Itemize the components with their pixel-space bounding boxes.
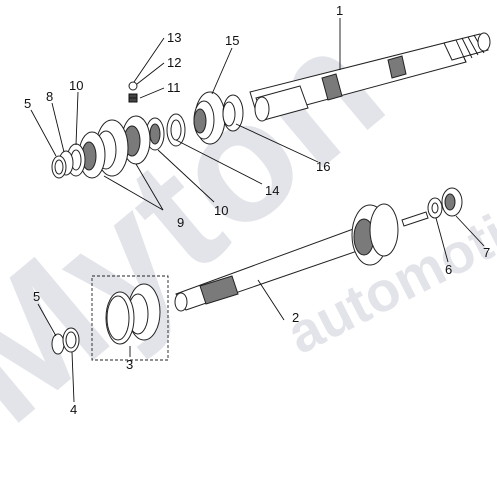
callout-11: 11 [167, 80, 181, 95]
spacer-10-middle [145, 117, 165, 151]
callout-10-left: 10 [69, 78, 83, 93]
callout-2: 2 [292, 310, 299, 325]
input-shaft [174, 203, 399, 312]
callout-8: 8 [46, 89, 53, 104]
thrust-washer-14 [166, 113, 186, 147]
synchro-detail-box [91, 275, 169, 361]
snap-ring-5-upper [51, 155, 67, 179]
needle-bearing-7 [441, 187, 463, 217]
synchro-hub [78, 115, 151, 179]
snap-ring-4 [62, 327, 80, 353]
callout-10-middle: 10 [214, 203, 228, 218]
callout-5-upper: 5 [24, 96, 31, 111]
mainshaft [249, 32, 491, 122]
leader-lines [30, 18, 485, 403]
needle-cage-16 [222, 94, 244, 132]
callout-7: 7 [483, 245, 490, 260]
callout-4: 4 [70, 402, 77, 417]
detent-parts [128, 81, 138, 103]
callout-5-lower: 5 [33, 289, 40, 304]
callout-13: 13 [167, 30, 181, 45]
snap-ring-5-lower [51, 333, 65, 355]
callout-15: 15 [225, 33, 239, 48]
bearing-washer-6 [427, 197, 443, 219]
callouts: 1 2 3 4 5 5 6 7 8 9 10 10 11 12 13 14 15… [24, 3, 490, 417]
callout-16: 16 [316, 159, 330, 174]
pilot-pin [401, 211, 429, 227]
callout-3: 3 [126, 357, 133, 372]
callout-12: 12 [167, 55, 181, 70]
callout-1: 1 [336, 3, 343, 18]
callout-9: 9 [177, 215, 184, 230]
callout-14: 14 [265, 183, 279, 198]
callout-6: 6 [445, 262, 452, 277]
